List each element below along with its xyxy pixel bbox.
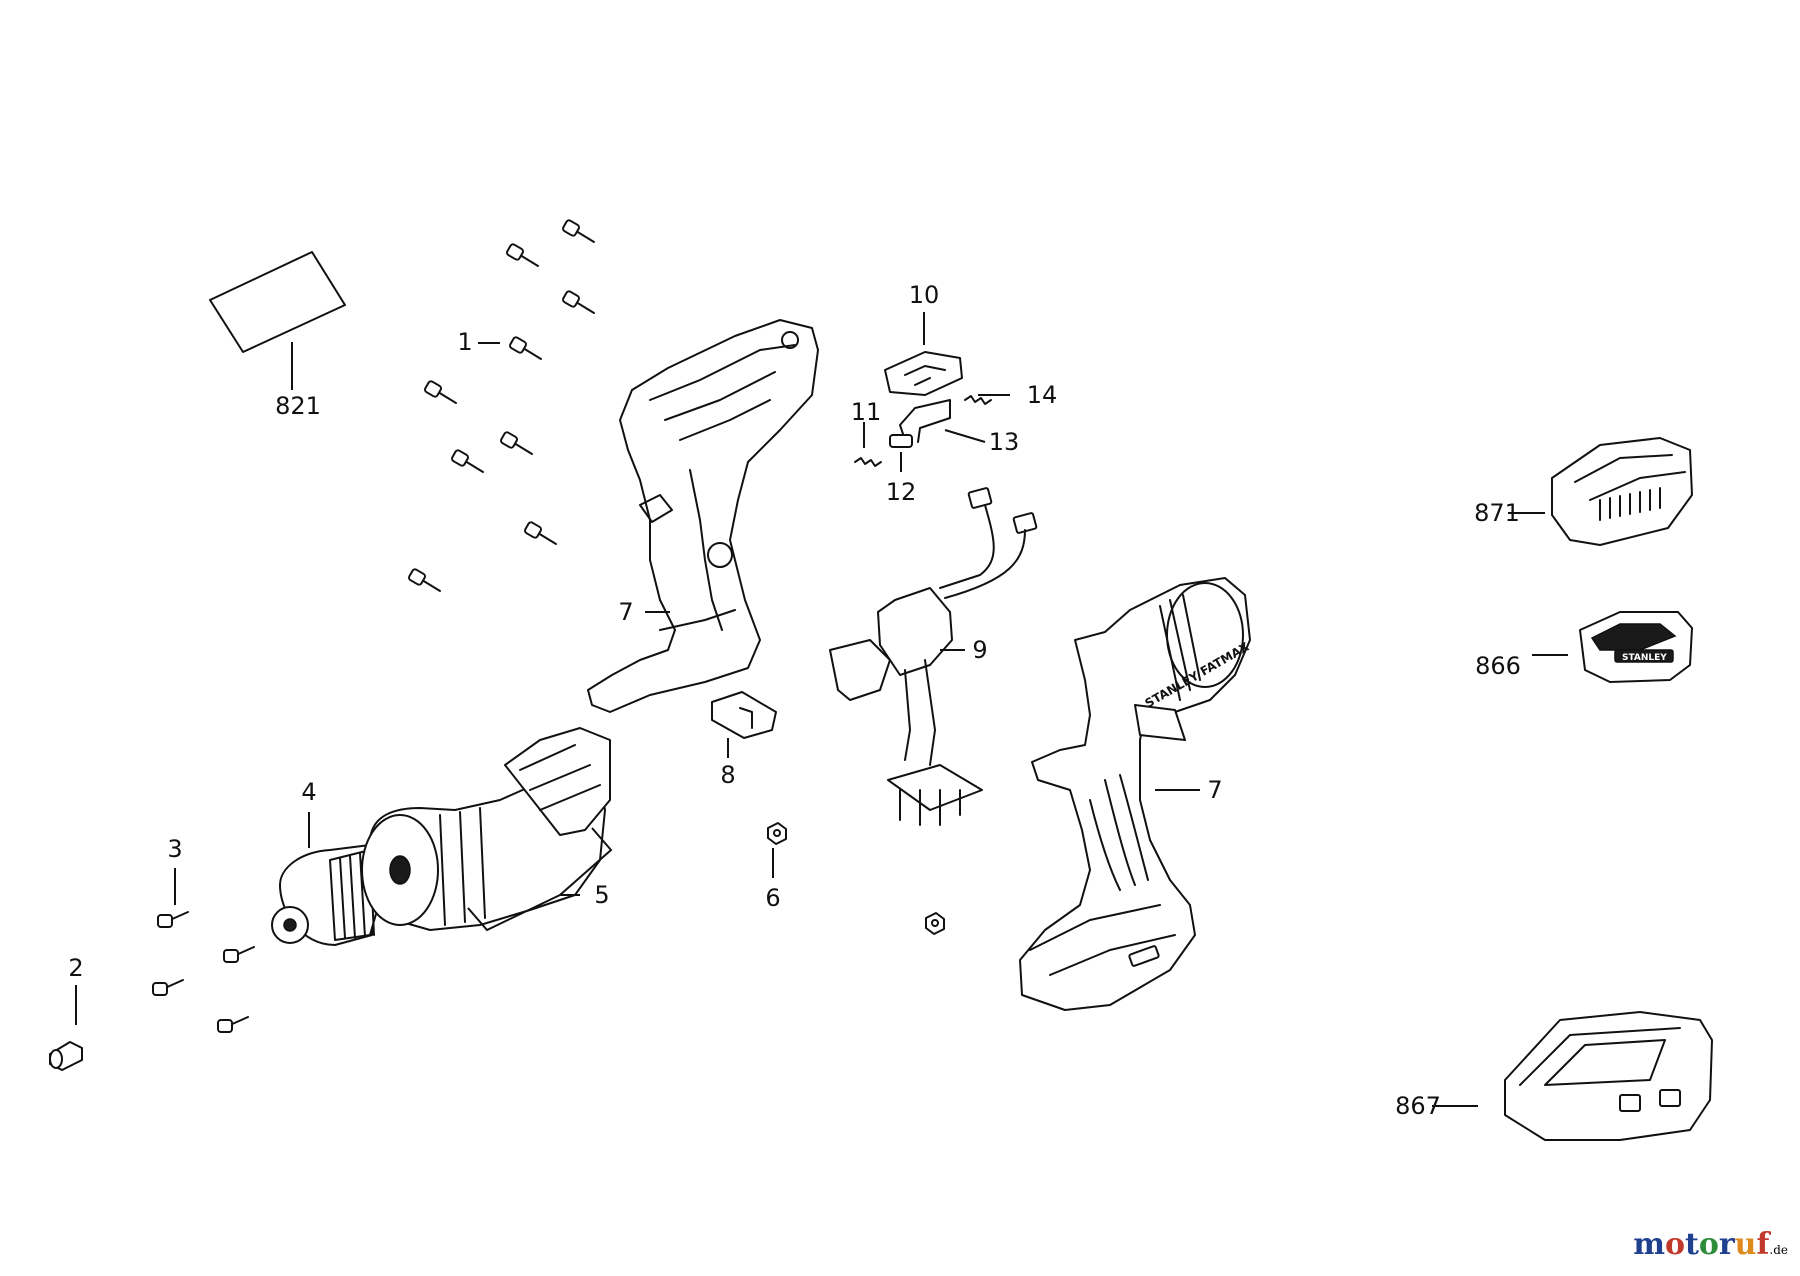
screw-icon	[500, 431, 533, 455]
callout-3: 3	[167, 835, 182, 863]
callout-13: 13	[989, 428, 1020, 456]
callout-12: 12	[886, 478, 917, 506]
callout-7b: 7	[1207, 776, 1222, 804]
watermark-letter: r	[1718, 1227, 1735, 1262]
callout-6: 6	[765, 884, 780, 912]
callout-867: 867	[1395, 1092, 1441, 1120]
battery-icon: STANLEY	[1579, 611, 1693, 683]
battery-brand-text: STANLEY	[1622, 653, 1667, 663]
screw-icon	[562, 219, 595, 243]
watermark-logo-text: motoruf	[1633, 1227, 1769, 1262]
screw-icon	[509, 336, 542, 360]
direction-slide-icon	[711, 691, 777, 739]
watermark-letter: o	[1664, 1227, 1685, 1262]
callout-8: 8	[720, 761, 735, 789]
screw-icon	[223, 946, 255, 963]
switch-icon	[829, 487, 1038, 826]
watermark-letter: u	[1734, 1227, 1757, 1262]
watermark-letter: m	[1633, 1227, 1665, 1262]
housing-half-icon	[587, 319, 819, 713]
callout-14: 14	[1027, 381, 1058, 409]
watermark-letter: o	[1698, 1227, 1719, 1262]
watermark-letter: t	[1684, 1227, 1699, 1262]
screw-icon	[217, 1016, 249, 1033]
callout-4: 4	[301, 778, 316, 806]
screw-icon	[408, 568, 441, 592]
charger-icon	[1551, 437, 1693, 546]
watermark-suffix: .de	[1769, 1243, 1788, 1257]
callout-7a: 7	[618, 598, 633, 626]
motoruf-watermark: motoruf.de	[1633, 1227, 1788, 1262]
switch-pin-icon	[889, 434, 913, 448]
wire-spring-icon	[899, 399, 951, 443]
screw-icon	[524, 521, 557, 545]
nut-icon	[925, 912, 945, 935]
callout-871: 871	[1474, 499, 1520, 527]
screw-icon	[562, 290, 595, 314]
screw-icon	[152, 979, 184, 996]
label-sheet-icon	[209, 251, 346, 353]
callout-2: 2	[68, 954, 83, 982]
watermark-letter: f	[1756, 1227, 1770, 1262]
callout-1: 1	[457, 328, 472, 356]
gearbox-icon	[361, 727, 611, 931]
case-icon	[1504, 1011, 1713, 1141]
spring-icon	[854, 395, 992, 467]
screw-group	[408, 219, 595, 592]
bolt-icon	[49, 1041, 83, 1071]
callout-10: 10	[909, 281, 940, 309]
callout-5: 5	[594, 881, 609, 909]
callout-9: 9	[972, 636, 987, 664]
switch-cover-icon	[884, 351, 963, 396]
callout-866: 866	[1475, 652, 1521, 680]
nut-icon	[767, 822, 787, 845]
screw-icon	[424, 380, 457, 404]
screw-icon	[157, 911, 189, 928]
callout-11: 11	[851, 398, 882, 426]
screw-icon	[451, 449, 484, 473]
callout-821: 821	[275, 392, 321, 420]
screw-icon	[506, 243, 539, 267]
